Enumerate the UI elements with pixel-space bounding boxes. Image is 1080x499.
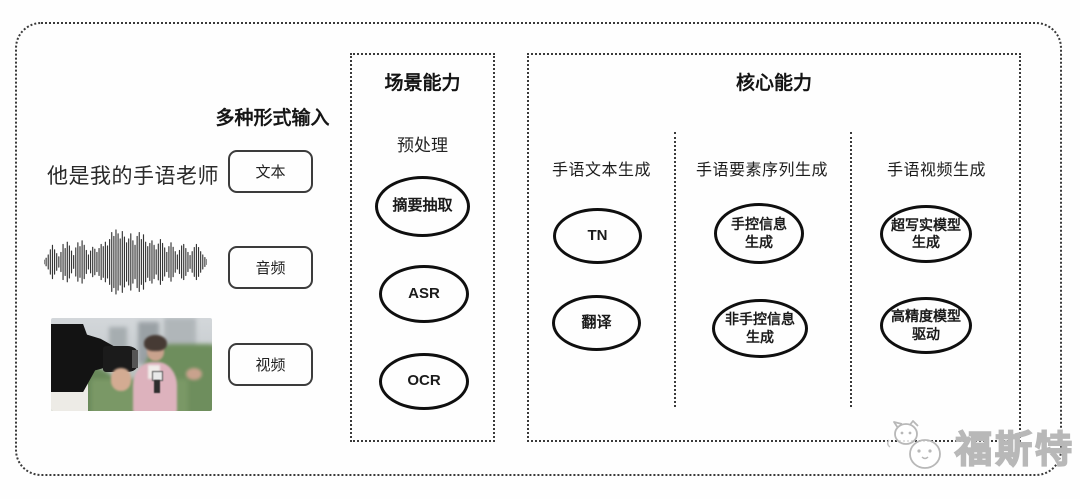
node-translation: 翻译 — [552, 295, 641, 351]
photo-microphone-handle — [154, 380, 161, 394]
video-thumbnail-image — [51, 318, 212, 411]
node-high-precision-model-driving: 高精度模型 驱动 — [880, 297, 972, 354]
node-summary-extraction: 摘要抽取 — [375, 176, 470, 237]
node-manual-info-generation: 手控信息 生成 — [714, 203, 804, 264]
scene-panel-title: 场景能力 — [384, 73, 461, 94]
photo-reporter-hair — [144, 334, 167, 351]
core-panel-title: 核心能力 — [735, 73, 812, 94]
column-header-text-generation: 手语文本生成 — [551, 162, 651, 179]
input-type-audio-box: 音频 — [228, 246, 313, 289]
input-type-text-box: 文本 — [228, 150, 313, 193]
node-hyperrealistic-model-generation: 超写实模型 生成 — [880, 205, 972, 263]
node-tn: TN — [553, 208, 642, 264]
core-capability-panel: 核心能力 手语文本生成 手语要素序列生成 手语视频生成 — [527, 53, 1021, 442]
photo-reporter-hand — [186, 368, 203, 381]
preprocessing-label: 预处理 — [397, 136, 448, 155]
node-ocr: OCR — [379, 353, 469, 410]
audio-waveform-icon — [44, 229, 207, 295]
column-header-video-generation: 手语视频生成 — [886, 162, 986, 179]
photo-camera-lens-ring — [131, 349, 138, 369]
scene-capability-panel: 场景能力 预处理 — [350, 53, 495, 442]
input-type-video-box: 视频 — [228, 343, 313, 386]
node-asr: ASR — [379, 265, 469, 323]
photo-cameraman-hand — [110, 368, 132, 391]
column-header-element-sequence-generation: 手语要素序列生成 — [695, 162, 828, 179]
watermark-cat-logo-icon — [887, 420, 941, 469]
node-non-manual-info-generation: 非手控信息 生成 — [712, 299, 808, 358]
text-input-sample: 他是我的手语老师 — [47, 165, 219, 188]
outer-dotted-frame — [15, 22, 1062, 476]
watermark: 福斯特 — [885, 418, 1075, 474]
watermark-text: 福斯特 — [954, 428, 1075, 471]
input-section-title: 多种形式输入 — [215, 108, 330, 129]
column-separator — [674, 132, 676, 407]
column-separator — [850, 132, 852, 407]
